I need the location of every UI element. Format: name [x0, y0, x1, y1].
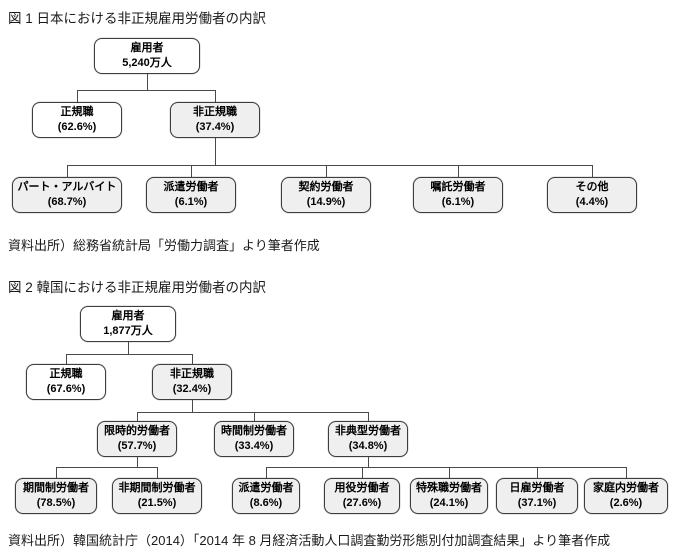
fig2-connector-l4a-stub-1 [56, 467, 57, 478]
fig1-node-dispatched: 派遣労働者 (6.1%) [146, 177, 236, 213]
fig2-connector-limited-drop [137, 457, 138, 467]
node-value: (57.7%) [117, 440, 157, 452]
node-value: (21.5%) [137, 497, 177, 509]
fig1-title: 図 1 日本における非正規雇用労働者の内訳 [8, 11, 267, 26]
node-value: (8.6%) [249, 497, 283, 509]
node-value: (4.4%) [575, 196, 609, 208]
node-label: 派遣労働者 [238, 482, 294, 495]
node-value: 5,240万人 [122, 57, 172, 69]
fig2-source: 資料出所）韓国統計庁（2014）「2014 年 8 月経済活動人口調査勤労形態別… [8, 533, 611, 548]
fig2-connector-l3-stub-2 [254, 412, 255, 421]
fig2-node-part-time: 時間制労働者 (33.4%) [214, 421, 294, 457]
fig1-connector-l2-stub-regular [77, 90, 78, 102]
node-value: (68.7%) [47, 196, 87, 208]
fig1-node-regular: 正規職 (62.6%) [32, 102, 122, 138]
fig2-node-daily: 日雇労働者 (37.1%) [496, 478, 578, 514]
node-value: (34.8%) [348, 440, 388, 452]
node-label: 嘱託労働者 [430, 181, 486, 194]
node-value: (37.1%) [517, 497, 557, 509]
fig1-node-entrusted: 嘱託労働者 (6.1%) [413, 177, 503, 213]
fig2-connector-l2-stub-nonregular [192, 354, 193, 364]
fig2-node-employees: 雇用者 1,877万人 [80, 306, 176, 342]
fig2-node-nonregular: 非正規職 (32.4%) [152, 364, 232, 400]
fig2-connector-l4b-stub-5 [626, 467, 627, 478]
node-label: 非期間制労働者 [118, 482, 196, 495]
node-value: 1,877万人 [103, 325, 153, 337]
node-value: (78.5%) [36, 497, 76, 509]
node-value: (14.9%) [306, 196, 346, 208]
node-label: 非正規職 [193, 106, 237, 119]
fig2-connector-root-drop [128, 342, 129, 354]
fig2-node-subcontracted: 用役労働者 (27.6%) [324, 478, 400, 514]
node-value: (2.6%) [609, 497, 643, 509]
fig2-connector-l4a-bar [56, 467, 158, 468]
node-label: 特殊職労働者 [416, 482, 482, 495]
node-label: 雇用者 [130, 42, 164, 55]
fig2-connector-l2-stub-regular [66, 354, 67, 364]
fig1-node-contract: 契約労働者 (14.9%) [281, 177, 371, 213]
node-value: (62.6%) [57, 121, 97, 133]
fig2-connector-l4b-stub-1 [266, 467, 267, 478]
fig1-node-others: その他 (4.4%) [547, 177, 637, 213]
fig1-connector-l3-stub-2 [191, 165, 192, 177]
node-value: (6.1%) [441, 196, 475, 208]
node-label: 契約労働者 [298, 181, 354, 194]
fig1-connector-nonregular-drop [215, 138, 216, 165]
fig1-connector-l2-stub-nonregular [215, 90, 216, 102]
node-label: 用役労働者 [334, 482, 390, 495]
node-label: パート・アルバイト [17, 181, 117, 194]
fig2-connector-l4b-bar [266, 467, 627, 468]
node-label: 家庭内労働者 [593, 482, 659, 495]
fig2-title: 図 2 韓国における非正規雇用労働者の内訳 [8, 280, 267, 295]
fig1-connector-l3-stub-3 [326, 165, 327, 177]
node-label: 日雇労働者 [509, 482, 565, 495]
fig1-node-employees: 雇用者 5,240万人 [94, 38, 200, 74]
node-label: 非典型労働者 [335, 425, 401, 438]
fig1-connector-l3-stub-4 [458, 165, 459, 177]
fig2-node-non-fixed-term: 非期間制労働者 (21.5%) [112, 478, 202, 514]
fig2-node-special-type: 特殊職労働者 (24.1%) [410, 478, 488, 514]
node-label: 正規職 [60, 106, 94, 119]
fig2-connector-l2-bar [66, 354, 193, 355]
node-value: (24.1%) [429, 497, 469, 509]
fig2-connector-l3-bar [137, 412, 369, 413]
fig1-node-nonregular: 非正規職 (37.4%) [170, 102, 260, 138]
fig1-connector-root-drop [147, 74, 148, 90]
node-label: 派遣労働者 [163, 181, 219, 194]
fig2-node-dispatched: 派遣労働者 (8.6%) [232, 478, 300, 514]
fig1-node-part-arbeit: パート・アルバイト (68.7%) [12, 177, 122, 213]
node-label: 正規職 [49, 368, 83, 381]
fig2-node-atypical: 非典型労働者 (34.8%) [328, 421, 408, 457]
node-value: (27.6%) [342, 497, 382, 509]
node-value: (33.4%) [234, 440, 274, 452]
node-label: 限時的労働者 [104, 425, 170, 438]
fig2-connector-l4a-stub-2 [157, 467, 158, 478]
node-value: (37.4%) [195, 121, 235, 133]
fig2-connector-l4b-stub-4 [537, 467, 538, 478]
fig1-source: 資料出所）総務省統計局「労働力調査」より筆者作成 [8, 238, 320, 253]
fig1-connector-l3-stub-5 [592, 165, 593, 177]
fig2-connector-l4b-stub-2 [362, 467, 363, 478]
fig2-connector-nonregular-drop [192, 400, 193, 412]
node-value: (67.6%) [46, 383, 86, 395]
fig2-node-fixed-term: 期間制労働者 (78.5%) [15, 478, 97, 514]
node-label: 非正規職 [170, 368, 214, 381]
fig2-node-limited-term: 限時的労働者 (57.7%) [97, 421, 177, 457]
node-label: 時間制労働者 [221, 425, 287, 438]
node-value: (32.4%) [172, 383, 212, 395]
fig2-node-domestic: 家庭内労働者 (2.6%) [584, 478, 668, 514]
fig2-connector-l3-stub-1 [137, 412, 138, 421]
fig2-connector-l3-stub-3 [368, 412, 369, 421]
fig2-node-regular: 正規職 (67.6%) [26, 364, 106, 400]
fig1-connector-l2-bar [77, 90, 216, 91]
node-value: (6.1%) [174, 196, 208, 208]
fig2-connector-atypical-drop [368, 457, 369, 467]
node-label: 期間制労働者 [23, 482, 89, 495]
node-label: その他 [575, 181, 609, 194]
node-label: 雇用者 [111, 310, 145, 323]
fig1-connector-l3-stub-1 [67, 165, 68, 177]
fig2-connector-l4b-stub-3 [449, 467, 450, 478]
fig1-connector-l3-bar [67, 165, 593, 166]
